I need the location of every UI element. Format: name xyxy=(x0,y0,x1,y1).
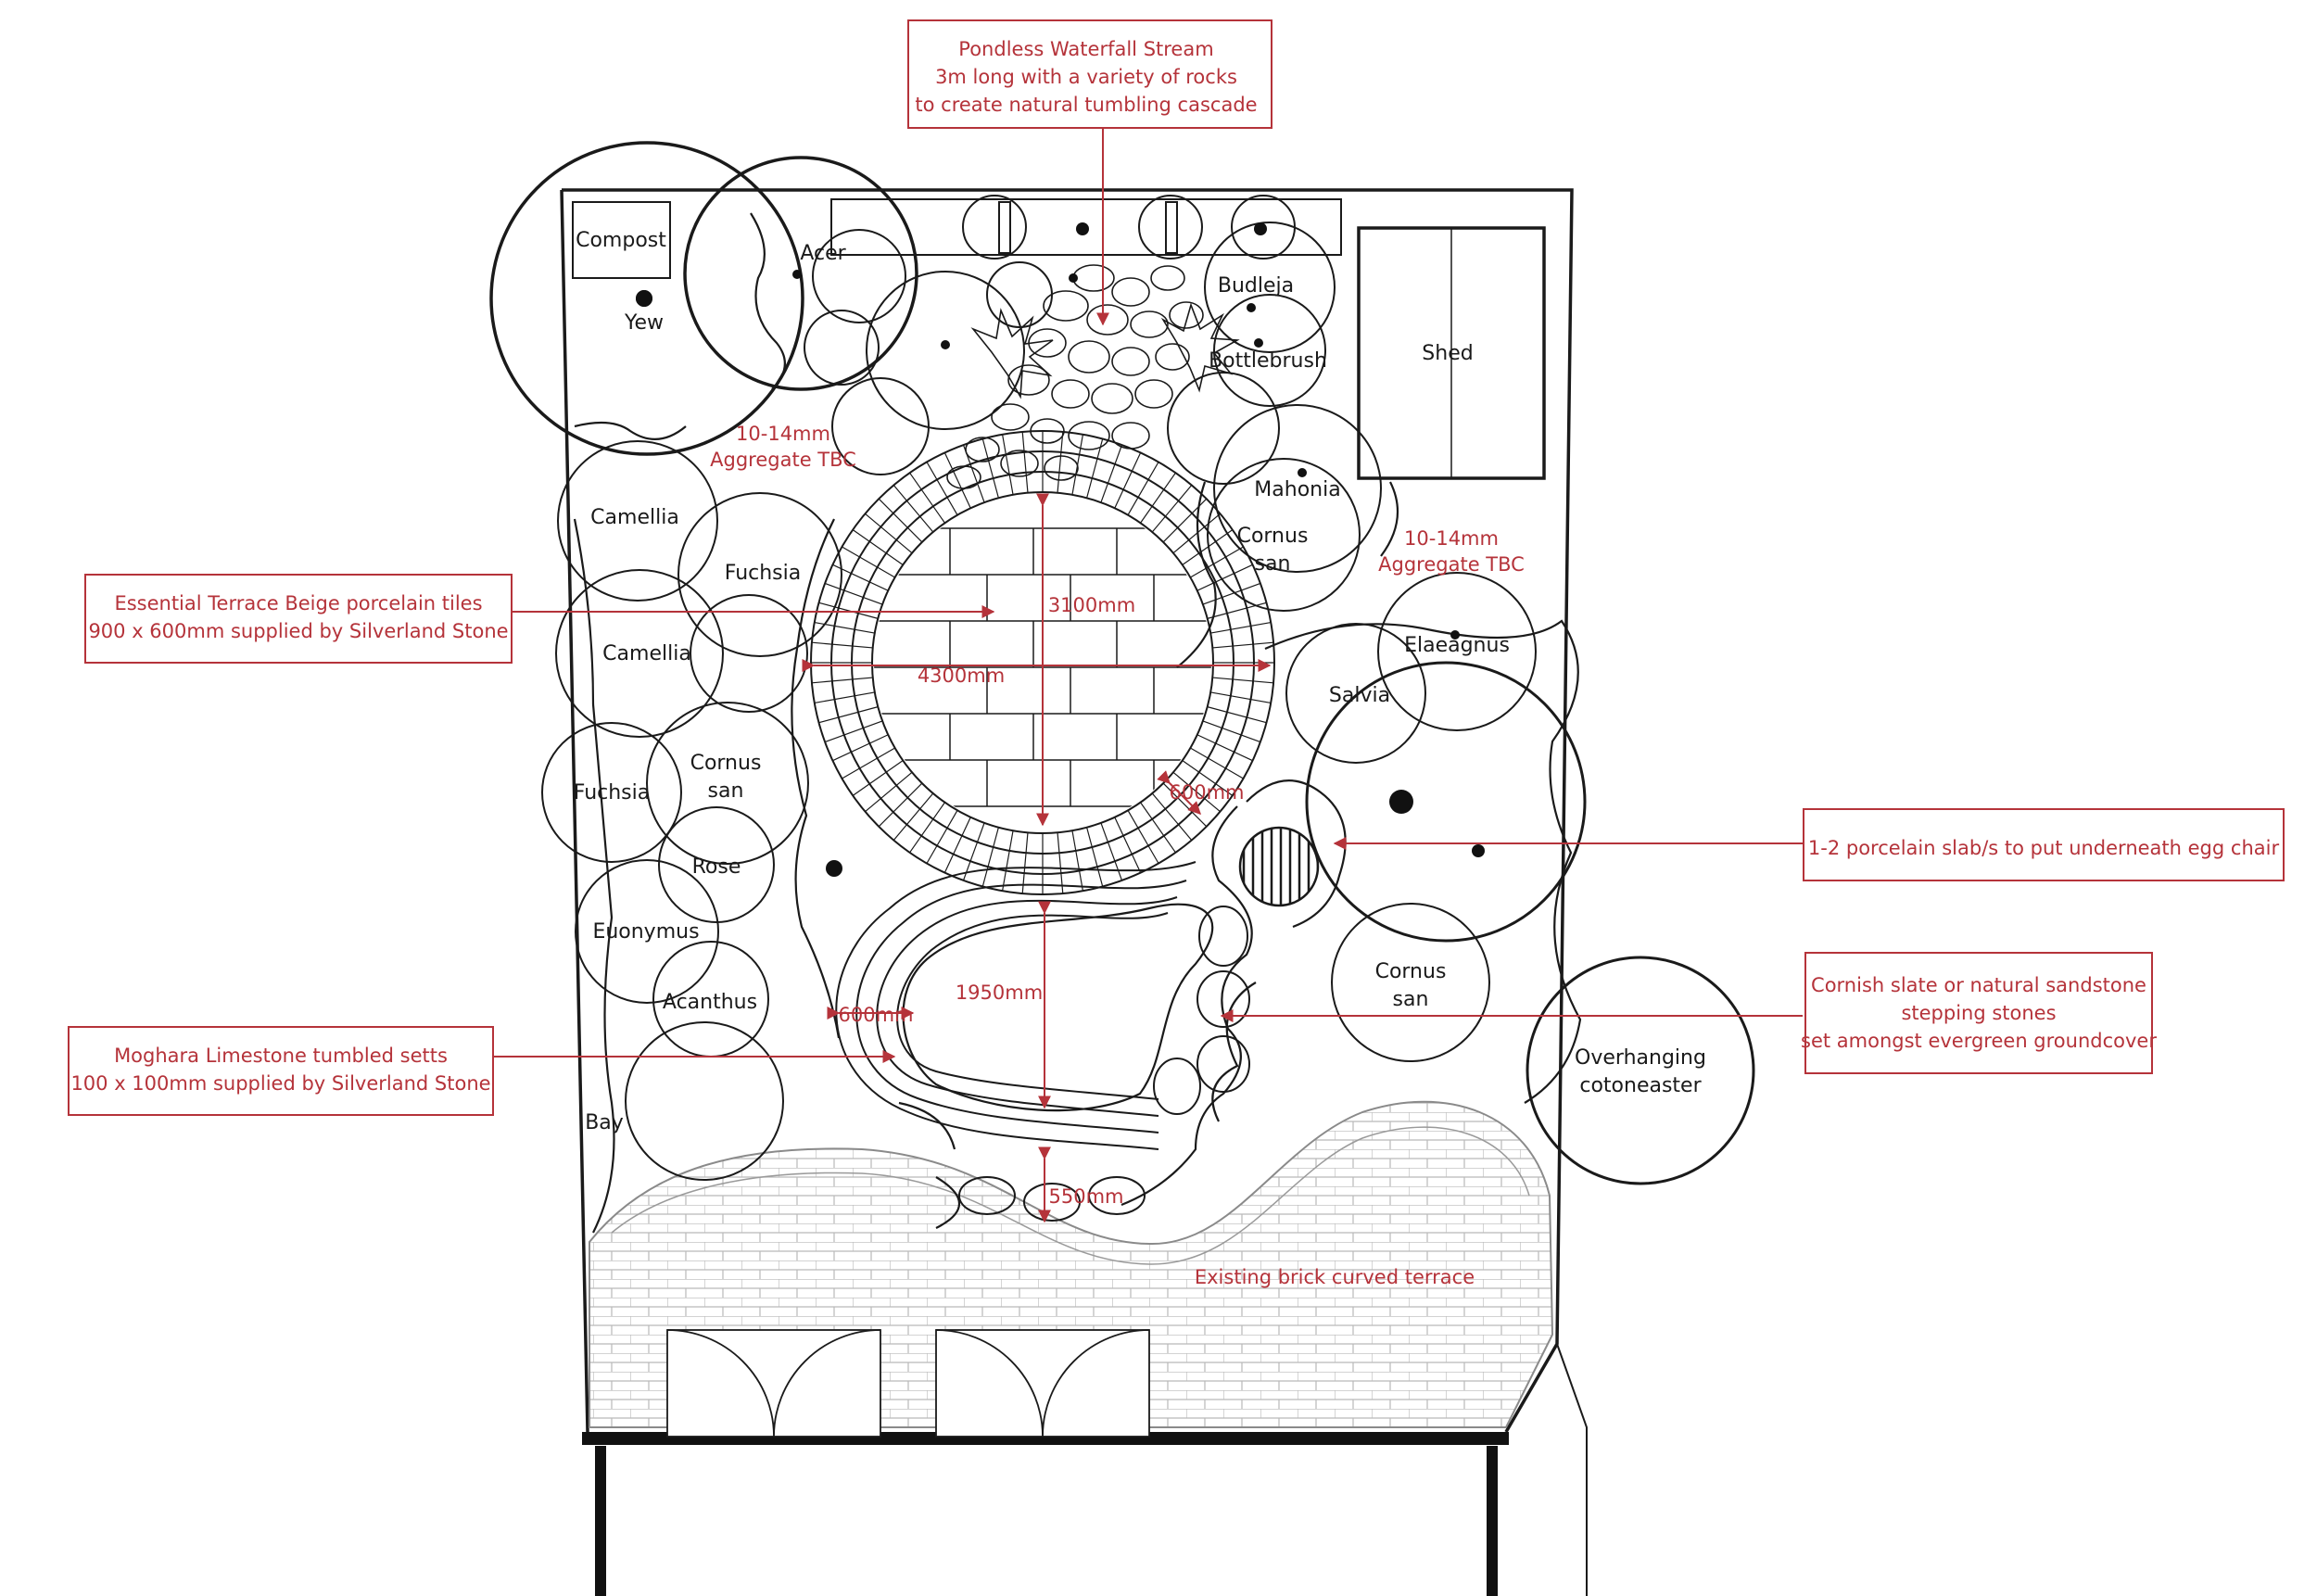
plant-label-bay: Bay xyxy=(585,1111,624,1134)
egg-chair-icon xyxy=(1389,790,1413,814)
plant-label-cornus-top-1: Cornus xyxy=(1237,525,1309,548)
note-waterfall-1: Pondless Waterfall Stream xyxy=(958,38,1213,60)
compost-bin xyxy=(572,201,671,279)
yew-dot xyxy=(636,290,652,307)
note-box-slab xyxy=(1803,808,2285,881)
top-planters xyxy=(830,195,1342,260)
note-stones-1: Cornish slate or natural sandstone xyxy=(1811,974,2146,996)
plant-label-cornus-right-1: Cornus xyxy=(1375,960,1447,983)
egg-chair-slab xyxy=(1238,826,1320,907)
shed-label: Shed xyxy=(1422,342,1473,365)
plant-label-camellia-2: Camellia xyxy=(602,642,691,665)
plant-label-cotoneaster-1: Overhanging xyxy=(1575,1046,1706,1070)
garden-boundary xyxy=(560,188,1574,1433)
dim-1950: 1950mm xyxy=(956,982,1043,1004)
aggregate-left-1: 10-14mm xyxy=(736,423,830,445)
note-slab-1: 1-2 porcelain slab/s to put underneath e… xyxy=(1808,837,2280,859)
compost-label: Compost xyxy=(576,229,666,252)
note-box-waterfall xyxy=(907,19,1272,129)
plant-canopies xyxy=(489,141,1755,1185)
plant-label-acanthus: Acanthus xyxy=(663,991,757,1014)
dim-600-left: 600mm xyxy=(839,1004,914,1026)
note-box-stones xyxy=(1804,952,2153,1074)
dimension-lines xyxy=(802,493,1272,1223)
bed-edges xyxy=(573,212,1582,1234)
note-waterfall-2: 3m long with a variety of rocks xyxy=(935,66,1237,88)
dim-4300: 4300mm xyxy=(918,665,1005,687)
plant-label-fuchsia-2: Fuchsia xyxy=(574,781,651,804)
note-stones-2: stepping stones xyxy=(1901,1002,2056,1024)
plant-label-cornus-left-1: Cornus xyxy=(690,752,762,775)
note-tiles-2: 900 x 600mm supplied by Silverland Stone xyxy=(88,620,508,642)
note-tiles-1: Essential Terrace Beige porcelain tiles xyxy=(114,592,482,614)
gravel-island xyxy=(902,903,1214,1112)
plant-label-cotoneaster-2: cotoneaster xyxy=(1579,1074,1702,1097)
side-fence xyxy=(1556,1343,1588,1596)
patio-doors-left xyxy=(666,1329,881,1438)
stepping-stones xyxy=(958,906,1250,1222)
plant-label-cornus-top-2: san xyxy=(1255,552,1291,576)
plant-label-acer: Acer xyxy=(800,242,846,265)
patio-doors-right xyxy=(935,1329,1150,1438)
terrace-label: Existing brick curved terrace xyxy=(1195,1266,1475,1288)
note-box-tiles xyxy=(84,574,513,664)
plant-label-camellia-1: Camellia xyxy=(590,506,679,529)
dim-3100: 3100mm xyxy=(1048,594,1135,616)
note-setts-1: Moghara Limestone tumbled setts xyxy=(114,1045,448,1067)
plant-label-elaeagnus: Elaeagnus xyxy=(1404,634,1510,657)
aggregate-right-1: 10-14mm xyxy=(1404,527,1499,550)
aggregate-right-2: Aggregate TBC xyxy=(1378,553,1525,576)
setts-ring-ticks xyxy=(811,431,1274,894)
note-waterfall-3: to create natural tumbling cascade xyxy=(915,94,1257,116)
house-outline xyxy=(595,1446,1498,1596)
dim-600-right: 600mm xyxy=(1170,781,1245,804)
waterfall-rockery xyxy=(946,264,1240,489)
aggregate-left-2: Aggregate TBC xyxy=(710,449,856,471)
plant-label-cornus-right-2: san xyxy=(1393,988,1429,1011)
plant-label-bottlebrush: Bottlebrush xyxy=(1209,349,1327,373)
dim-550: 550mm xyxy=(1049,1185,1124,1208)
plant-label-cornus-left-2: san xyxy=(708,779,744,803)
plant-label-rose: Rose xyxy=(692,855,741,879)
plant-label-fuchsia-1: Fuchsia xyxy=(725,562,802,585)
plant-label-yew: Yew xyxy=(624,311,664,335)
plant-label-salvia: Salvia xyxy=(1329,684,1390,707)
note-stones-3: set amongst evergreen groundcover xyxy=(1801,1030,2157,1052)
terrace-edge-inner xyxy=(611,1126,1530,1265)
plant-label-mahonia: Mahonia xyxy=(1254,478,1340,501)
plant-label-euonymus: Euonymus xyxy=(592,920,699,944)
plant-label-budleja: Budleja xyxy=(1218,274,1294,298)
note-setts-2: 100 x 100mm supplied by Silverland Stone xyxy=(70,1072,490,1095)
note-box-setts xyxy=(68,1026,494,1116)
leader-lines xyxy=(492,123,1803,1063)
